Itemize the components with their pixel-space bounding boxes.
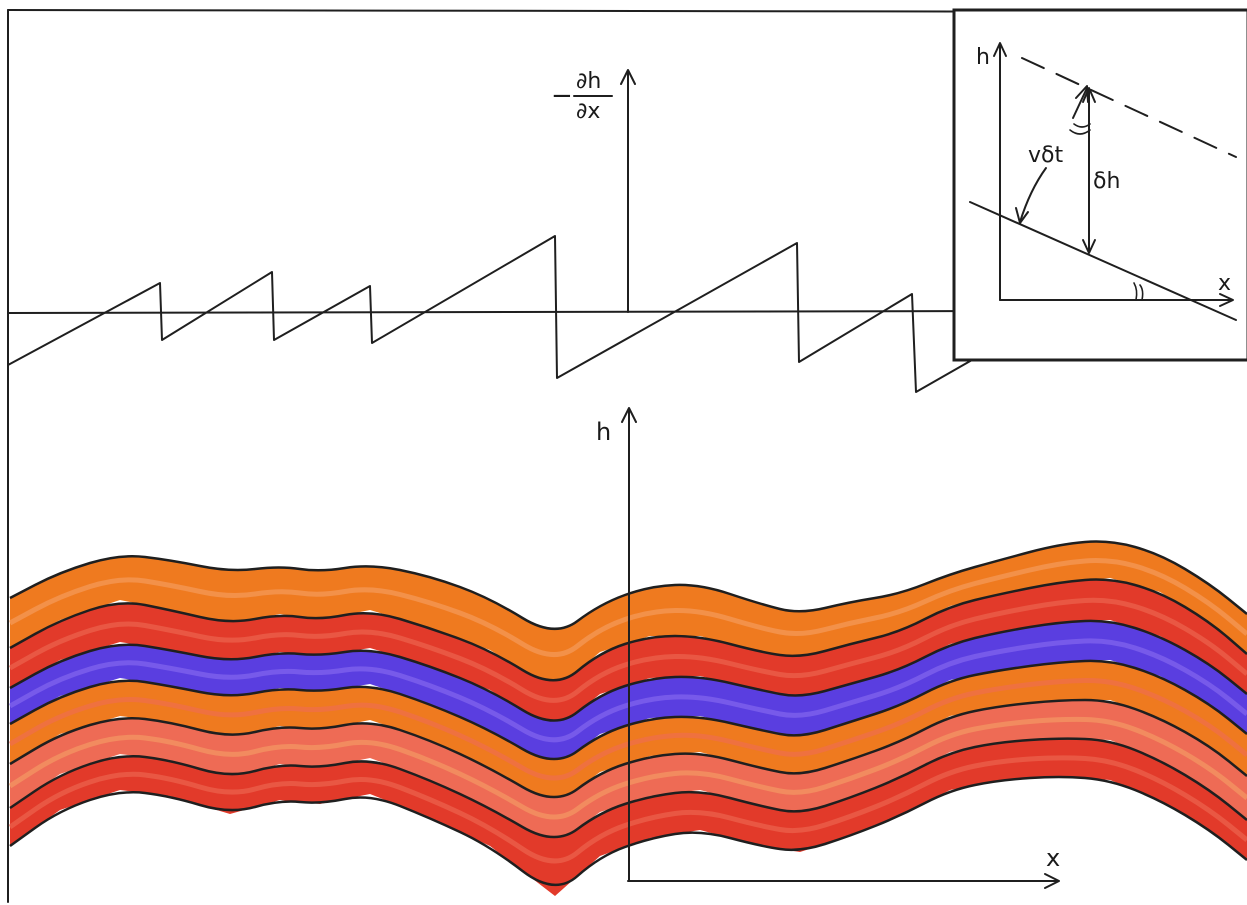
inset-label-leader bbox=[1019, 167, 1047, 223]
inset-initial-surface-line bbox=[969, 201, 1237, 321]
slope-plot-x-axis bbox=[7, 310, 1001, 314]
inset-angle-mark-bottom-inner bbox=[1139, 284, 1144, 301]
slope-sawtooth-curve bbox=[7, 235, 973, 393]
inset-later-surface-line bbox=[1021, 57, 1237, 158]
slope-plot-y-label-numerator: ∂h bbox=[576, 69, 601, 94]
stratum-highlight bbox=[8, 755, 1247, 864]
inset-x-arrowhead bbox=[1219, 293, 1234, 307]
stratum-boundary bbox=[9, 578, 1247, 682]
stratum-highlight bbox=[8, 638, 1247, 743]
height-plot: h x bbox=[596, 407, 1060, 889]
height-plot-x-label: x bbox=[1046, 844, 1060, 872]
inset-y-arrowhead bbox=[993, 42, 1007, 57]
stratum-highlight bbox=[8, 677, 1247, 781]
inset-x-label: x bbox=[1218, 271, 1231, 296]
slope-plot-y-label-sign: − bbox=[551, 81, 573, 111]
inset-angle-mark-top bbox=[1069, 129, 1091, 135]
slope-plot: − ∂h ∂x bbox=[7, 69, 1001, 393]
inset-velocity-label: vδt bbox=[1028, 143, 1063, 168]
stratum-boundary bbox=[9, 775, 1247, 887]
inset-panel: h x vδt δh bbox=[952, 8, 1247, 362]
inset-normal-arrowhead bbox=[1075, 85, 1089, 103]
inset-normal-arrow bbox=[1072, 87, 1088, 119]
stratum-highlight bbox=[8, 597, 1247, 703]
stratum-boundary bbox=[9, 619, 1247, 722]
stratum-highlight bbox=[8, 558, 1247, 657]
stratum-highlight bbox=[8, 716, 1247, 820]
stratum-boundary bbox=[9, 737, 1247, 839]
height-plot-y-arrowhead bbox=[621, 407, 637, 423]
inset-height-change-label: δh bbox=[1093, 169, 1120, 194]
inset-frame bbox=[952, 8, 1247, 362]
inset-angle-mark-top-inner bbox=[1073, 123, 1091, 128]
inset-angle-mark-bottom bbox=[1133, 282, 1138, 301]
slope-plot-y-label-denominator: ∂x bbox=[576, 99, 600, 124]
inset-label-leader-arrowhead bbox=[1015, 207, 1029, 224]
stratum-boundary bbox=[9, 698, 1247, 799]
stratum-boundary bbox=[9, 659, 1247, 761]
stratum-boundary bbox=[9, 540, 1247, 630]
inset-y-label: h bbox=[976, 45, 990, 70]
height-plot-x-arrowhead bbox=[1044, 873, 1060, 889]
slope-plot-y-arrowhead bbox=[620, 69, 636, 85]
inset-delta-h-arrowhead-bottom bbox=[1082, 239, 1096, 254]
inset-delta-h-arrowhead-top bbox=[1082, 87, 1096, 103]
height-plot-y-label: h bbox=[596, 418, 611, 446]
